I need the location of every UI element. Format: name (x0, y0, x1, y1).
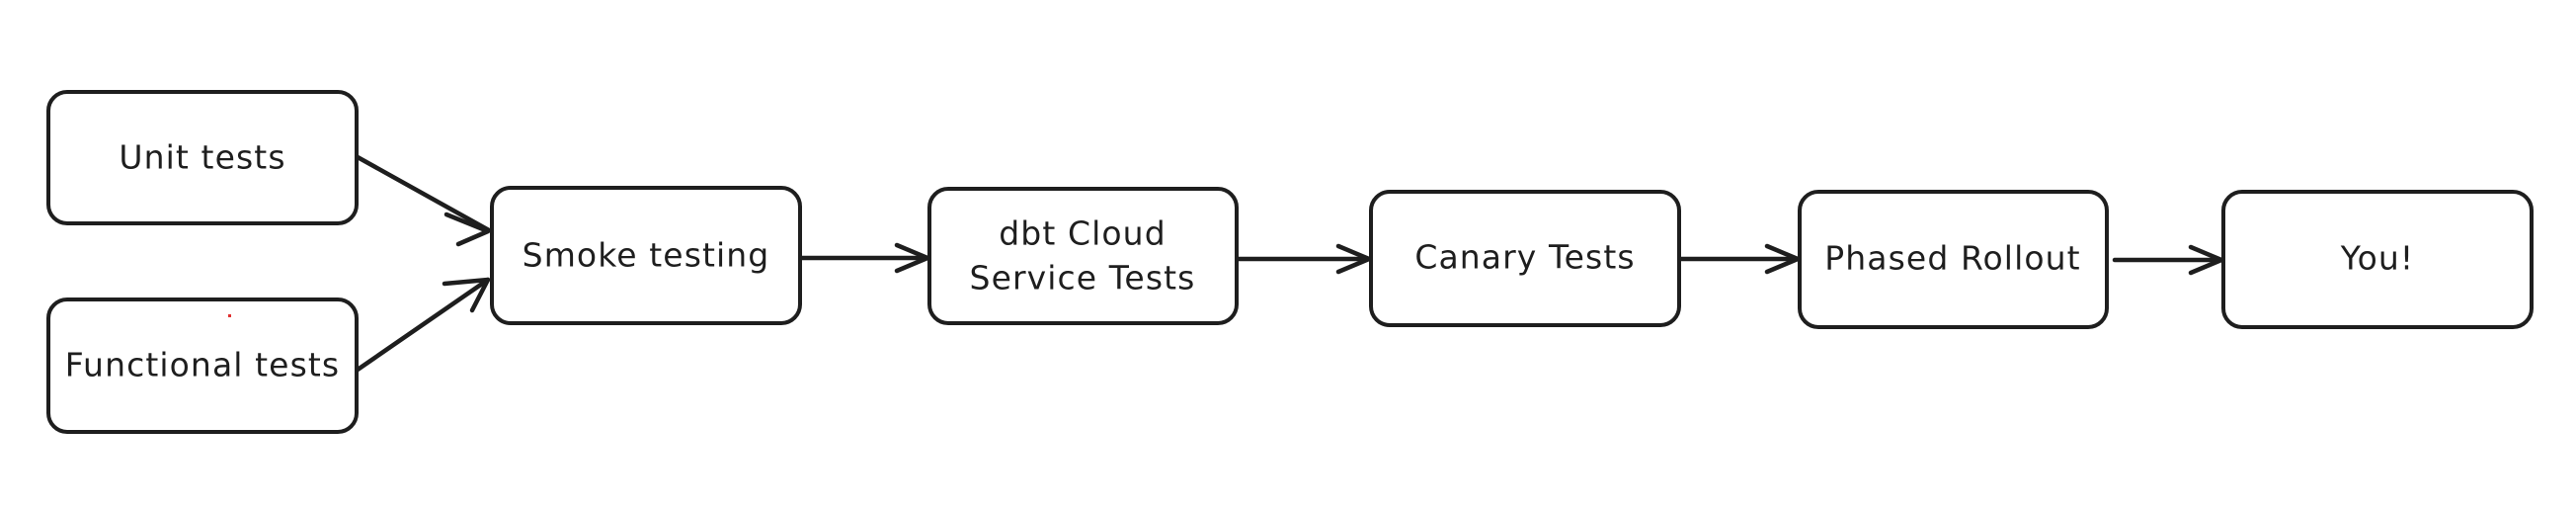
node-label: Smoke testing (523, 236, 770, 275)
node-label: Unit tests (119, 138, 285, 177)
red-speck-artifact (228, 314, 231, 317)
edge-canary-tests-to-phased-rollout[interactable] (1678, 243, 1801, 275)
node-box (490, 186, 802, 325)
node-box (2221, 190, 2534, 329)
node-canary-tests[interactable]: Canary Tests (1369, 190, 1681, 327)
edge-dbt-cloud-service-tests-to-canary-tests[interactable] (1236, 243, 1372, 275)
node-phased-rollout[interactable]: Phased Rollout (1798, 190, 2109, 329)
edge-functional-tests-to-smoke-testing[interactable] (355, 277, 491, 373)
node-you[interactable]: You! (2221, 190, 2534, 329)
node-label-line-2: Service Tests (970, 259, 1196, 298)
arrowhead-icon (442, 277, 491, 313)
node-unit-tests[interactable]: Unit tests (46, 90, 359, 225)
arrowhead-icon (443, 212, 491, 247)
edge-unit-tests-to-smoke-testing[interactable] (355, 154, 492, 247)
node-label: You! (2340, 239, 2415, 278)
edge-line (355, 277, 491, 373)
node-dbt-cloud-service-tests[interactable]: dbt Cloud Service Tests (927, 187, 1239, 325)
arrowhead-icon (894, 242, 930, 274)
node-box (46, 298, 359, 434)
arrowhead-icon (1764, 243, 1801, 275)
node-label-line-1: dbt Cloud (999, 214, 1167, 253)
node-box (1798, 190, 2109, 329)
node-box (1369, 190, 1681, 327)
arrowhead-icon (2188, 244, 2224, 276)
edge-line (355, 154, 492, 233)
edge-smoke-testing-to-dbt-cloud-service-tests[interactable] (799, 242, 930, 274)
node-label: Functional tests (65, 346, 340, 384)
node-box (46, 90, 359, 225)
node-label: Phased Rollout (1824, 239, 2080, 278)
node-functional-tests[interactable]: Functional tests (46, 298, 359, 434)
node-label: Canary Tests (1414, 238, 1635, 277)
arrowhead-icon (1335, 243, 1372, 275)
node-smoke-testing[interactable]: Smoke testing (490, 186, 802, 325)
node-box (927, 187, 1239, 325)
edge-phased-rollout-to-you[interactable] (2112, 244, 2224, 276)
